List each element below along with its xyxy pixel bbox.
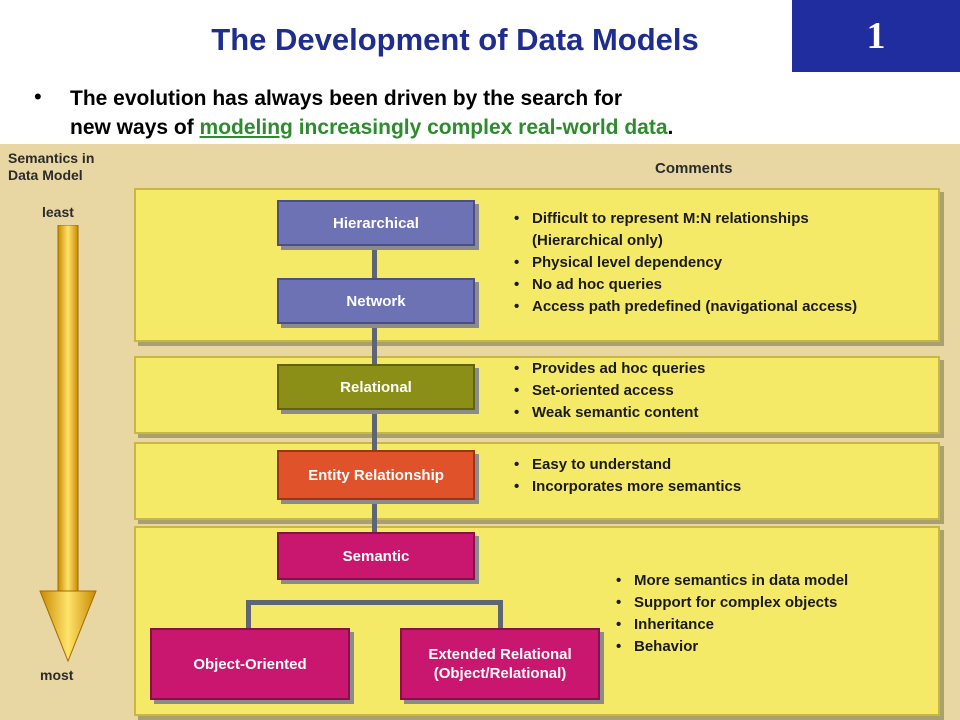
comment-item: No ad hoc queries — [514, 274, 857, 296]
extended-relational-line2: (Object/Relational) — [433, 665, 567, 682]
axis-heading-line1: Semantics in — [8, 150, 95, 166]
node-extended-relational-label: Extended Relational (Object/Relational) — [428, 645, 571, 683]
comment-item: Easy to understand — [514, 454, 741, 476]
comment-item: Access path predefined (navigational acc… — [514, 296, 857, 318]
axis-heading: Semantics in Data Model — [8, 150, 94, 184]
slide-title: The Development of Data Models — [211, 22, 699, 57]
bullet-dot: • — [34, 84, 42, 109]
comment-item: Physical level dependency — [514, 252, 857, 274]
comment-item: Support for complex objects — [616, 592, 848, 614]
comment-item: (Hierarchical only) — [532, 232, 663, 249]
slide-number: 1 — [792, 0, 960, 72]
node-entity-relationship: Entity Relationship — [277, 450, 475, 500]
comment-item: Set-oriented access — [514, 380, 705, 402]
node-semantic: Semantic — [277, 532, 475, 580]
bullet-line2-prefix: new ways of — [70, 116, 200, 139]
comments-group-3: Easy to understand Incorporates more sem… — [514, 454, 741, 498]
comments-heading: Comments — [655, 160, 733, 177]
node-extended-relational: Extended Relational (Object/Relational) — [400, 628, 600, 700]
axis-end-label: most — [40, 667, 74, 683]
connector-line — [498, 600, 503, 628]
comment-item: Difficult to represent M:N relationships — [514, 208, 857, 230]
axis-heading-line2: Data Model — [8, 167, 83, 183]
axis-start-label: least — [42, 204, 74, 220]
down-arrow-icon — [39, 225, 97, 663]
node-network: Network — [277, 278, 475, 324]
bullet-period: . — [667, 116, 674, 139]
node-relational: Relational — [277, 364, 475, 410]
extended-relational-line1: Extended Relational — [428, 646, 572, 663]
node-hierarchical: Hierarchical — [277, 200, 475, 246]
comment-item: Weak semantic content — [514, 402, 705, 424]
comment-item: Provides ad hoc queries — [514, 358, 705, 380]
comment-item: More semantics in data model — [616, 570, 848, 592]
comment-item: Incorporates more semantics — [514, 476, 741, 498]
connector-line — [248, 600, 502, 605]
bullet-line1: The evolution has always been driven by … — [70, 87, 622, 110]
connector-line — [246, 600, 251, 628]
comments-group-4: More semantics in data model Support for… — [616, 570, 848, 658]
comments-group-1: Difficult to represent M:N relationships… — [514, 208, 857, 318]
bullet-line2-suffix: increasingly complex real-world data — [292, 116, 668, 139]
bullet-text: The evolution has always been driven by … — [70, 84, 870, 142]
data-model-diagram: Semantics in Data Model least most Comme… — [0, 144, 960, 720]
modeling-link[interactable]: modeling — [199, 116, 293, 139]
comments-group-2: Provides ad hoc queries Set-oriented acc… — [514, 358, 705, 424]
comment-item: Behavior — [616, 636, 848, 658]
node-object-oriented: Object-Oriented — [150, 628, 350, 700]
comment-item: Inheritance — [616, 614, 848, 636]
